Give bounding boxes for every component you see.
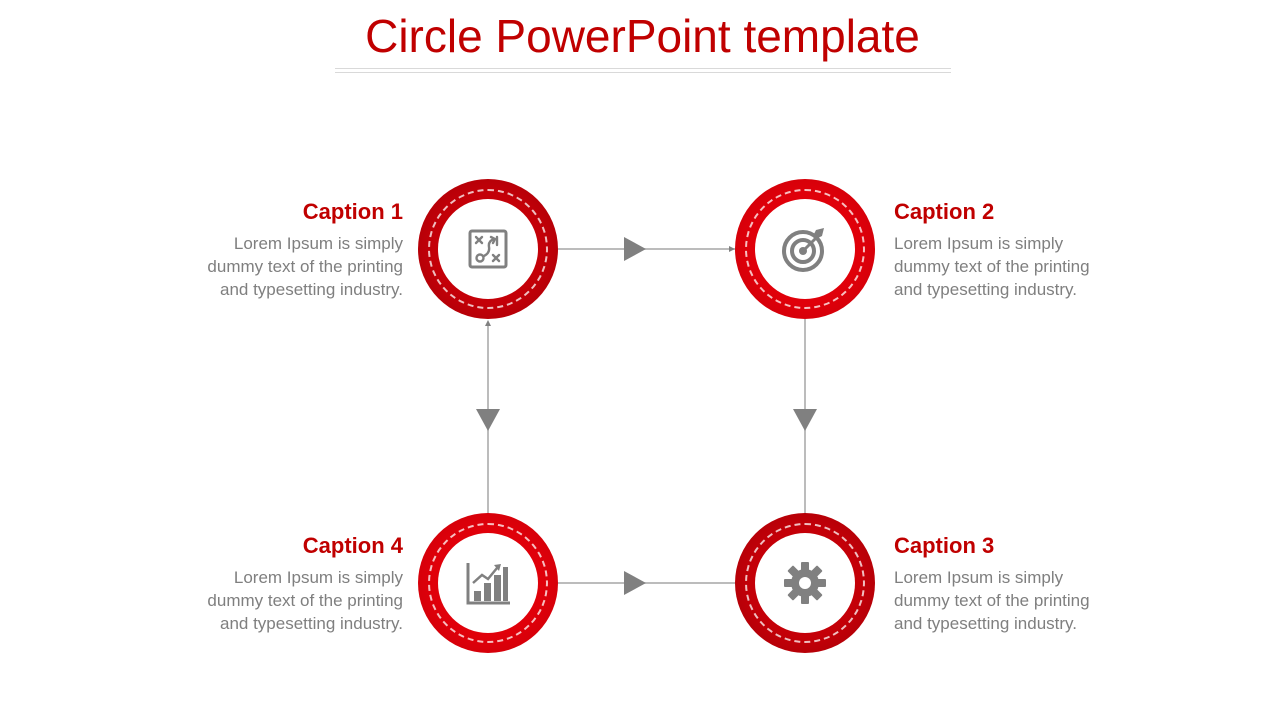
step-1-circle <box>418 179 558 319</box>
step-1-title: Caption 1 <box>302 199 403 224</box>
step-3-line-2: dummy text of the printing <box>894 591 1090 610</box>
step-3-icon-holder <box>755 533 855 633</box>
target-icon <box>782 228 824 272</box>
step-4-circle <box>418 513 558 653</box>
step-2-title: Caption 2 <box>894 199 995 224</box>
step-1-line-2: dummy text of the printing <box>207 257 403 276</box>
step-1-line-3: and typesetting industry. <box>219 280 403 299</box>
title-divider <box>335 68 951 73</box>
step-4-line-3: and typesetting industry. <box>219 614 403 633</box>
step-3-line-3: and typesetting industry. <box>894 614 1078 633</box>
growth-chart-icon <box>466 563 510 605</box>
arrowhead-small-2 <box>485 320 491 326</box>
step-2-dashed-ring <box>745 189 865 309</box>
step-3-line-1: Lorem Ipsum is simply <box>894 568 1064 587</box>
step-3-dashed-ring <box>745 523 865 643</box>
step-2-line-3: and typesetting industry. <box>894 280 1078 299</box>
step-4-dashed-ring <box>428 523 548 643</box>
step-3-caption: Caption 3 Lorem Ipsum is simply dummy te… <box>894 532 1134 635</box>
step-1-icon-holder <box>438 199 538 299</box>
arrow-2-3 <box>793 409 817 431</box>
step-1-line-1: Lorem Ipsum is simply <box>233 234 403 253</box>
step-2-circle <box>735 179 875 319</box>
strategy-board-icon <box>468 229 508 269</box>
slide-title: Circle PowerPoint template <box>365 10 920 62</box>
step-4-caption: Caption 4 Lorem Ipsum is simply dummy te… <box>163 532 403 635</box>
step-4-line-2: dummy text of the printing <box>207 591 403 610</box>
step-1-dashed-ring <box>428 189 548 309</box>
arrowhead-small-1 <box>729 246 735 252</box>
step-1-caption: Caption 1 Lorem Ipsum is simply dummy te… <box>163 198 403 301</box>
step-4-icon-holder <box>438 533 538 633</box>
step-2-line-2: dummy text of the printing <box>894 257 1090 276</box>
step-4-line-1: Lorem Ipsum is simply <box>233 568 403 587</box>
step-2-icon-holder <box>755 199 855 299</box>
arrow-1-2 <box>624 237 646 261</box>
arrow-4-1 <box>476 409 500 431</box>
step-3-title: Caption 3 <box>894 533 995 558</box>
step-3-circle <box>735 513 875 653</box>
step-2-caption: Caption 2 Lorem Ipsum is simply dummy te… <box>894 198 1134 301</box>
gear-icon <box>784 562 826 604</box>
arrow-3-4 <box>624 571 646 595</box>
step-4-title: Caption 4 <box>302 533 403 558</box>
step-2-line-1: Lorem Ipsum is simply <box>894 234 1064 253</box>
